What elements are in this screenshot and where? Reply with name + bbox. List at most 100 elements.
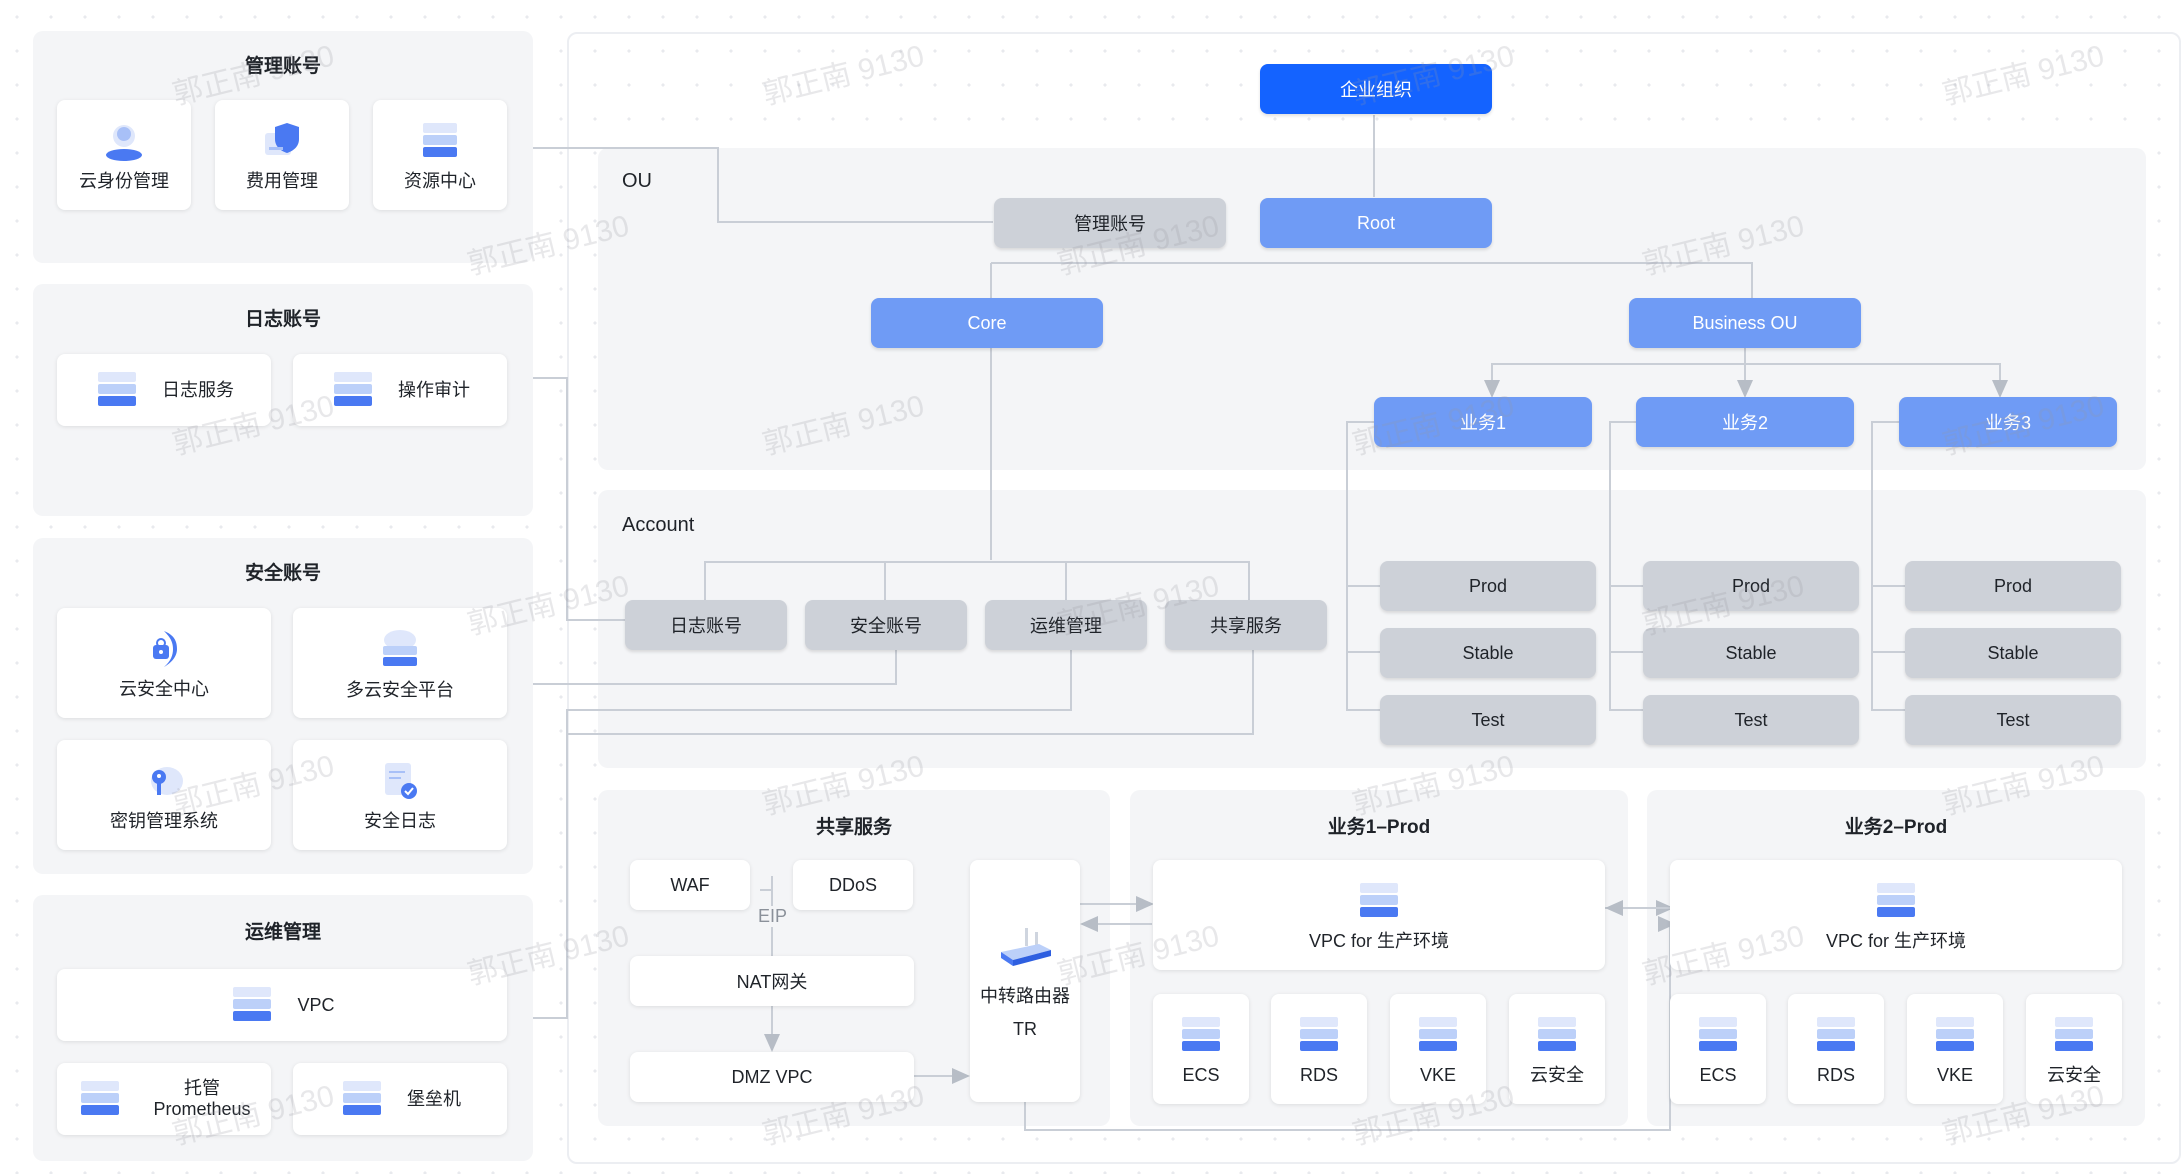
kms-label: 密钥管理系统 (110, 810, 218, 831)
ops-vpc-label: VPC (297, 994, 335, 1015)
mgmt-account-node[interactable]: 管理账号 (994, 198, 1226, 248)
server-stack-icon (81, 1081, 120, 1115)
biz2-vpc-card[interactable]: VPC for 生产环境 (1670, 860, 2122, 970)
server-stack-icon (1360, 882, 1398, 917)
eip-label: EIP (756, 906, 790, 927)
enterprise-org-node[interactable]: 企业组织 (1260, 64, 1492, 114)
mgmt-title: 管理账号 (244, 56, 321, 77)
biz2-cloudsec-card[interactable]: 云安全 (2026, 994, 2122, 1104)
router-icon (1001, 928, 1051, 967)
biz1-vke-label: VKE (1419, 1064, 1457, 1085)
kms-card[interactable]: 密钥管理系统 (57, 740, 271, 850)
biz1-stable[interactable]: Stable (1380, 628, 1596, 678)
biz3-stable[interactable]: Stable (1905, 628, 2121, 678)
prometheus-card[interactable]: 托管 Prometheus (57, 1063, 271, 1135)
biz3-node[interactable]: 业务3 (1899, 397, 2117, 447)
biz2-title: 业务2–Prod (1844, 817, 1948, 838)
biz1-cloudsec-label: 云安全 (1530, 1064, 1584, 1085)
billing-label: 费用管理 (246, 170, 318, 191)
dmz-vpc-card[interactable]: DMZ VPC (630, 1052, 914, 1102)
log-service-card[interactable]: 日志服务 (57, 354, 271, 426)
cloud-stack-icon (383, 629, 417, 666)
server-stack-icon (1182, 1016, 1220, 1051)
biz2-stable[interactable]: Stable (1643, 628, 1859, 678)
ou-label: OU (622, 170, 652, 192)
biz1-test[interactable]: Test (1380, 695, 1596, 745)
server-stack-icon (1817, 1016, 1855, 1051)
security-log-label: 安全日志 (364, 810, 436, 831)
biz3-prod[interactable]: Prod (1905, 561, 2121, 611)
nat-gateway-card[interactable]: NAT网关 (630, 956, 914, 1006)
server-stack-icon (1419, 1016, 1457, 1051)
security-center-card[interactable]: 云安全中心 (57, 608, 271, 718)
biz1-vpc-label: VPC for 生产环境 (1308, 930, 1450, 951)
biz2-rds-label: RDS (1816, 1064, 1855, 1085)
biz2-vke-label: VKE (1936, 1064, 1974, 1085)
biz3-test[interactable]: Test (1905, 695, 2121, 745)
cloud-identity-label: 云身份管理 (79, 170, 169, 191)
biz1-rds-card[interactable]: RDS (1271, 994, 1367, 1104)
biz2-cloudsec-label: 云安全 (2047, 1064, 2101, 1085)
biz1-vpc-card[interactable]: VPC for 生产环境 (1153, 860, 1605, 970)
transit-router-card[interactable]: 中转路由器 TR (970, 860, 1080, 1102)
account-label: Account (622, 514, 695, 536)
waf-card[interactable]: WAF (630, 860, 750, 910)
server-stack-icon (1538, 1016, 1576, 1051)
ops-title: 运维管理 (244, 922, 321, 943)
security-lock-icon (153, 630, 177, 667)
account-security[interactable]: 安全账号 (805, 600, 967, 650)
server-stack-icon (1877, 882, 1915, 917)
security-center-label: 云安全中心 (119, 678, 209, 699)
biz1-ecs-label: ECS (1182, 1064, 1220, 1085)
biz2-ecs-card[interactable]: ECS (1670, 994, 1766, 1104)
audit-label: 操作审计 (398, 379, 470, 400)
biz2-ecs-label: ECS (1699, 1064, 1737, 1085)
resource-center-card[interactable]: 资源中心 (373, 100, 507, 210)
biz1-prod[interactable]: Prod (1380, 561, 1596, 611)
biz2-vke-card[interactable]: VKE (1907, 994, 2003, 1104)
server-stack-icon (423, 122, 457, 157)
root-node[interactable]: Root (1260, 198, 1492, 248)
biz1-vke-card[interactable]: VKE (1390, 994, 1486, 1104)
audit-card[interactable]: 操作审计 (293, 354, 507, 426)
multicloud-card[interactable]: 多云安全平台 (293, 608, 507, 718)
server-stack-icon (2055, 1016, 2093, 1051)
server-stack-icon (343, 1081, 381, 1115)
sec-title: 安全账号 (244, 563, 321, 584)
server-stack-icon (233, 987, 272, 1021)
ops-vpc-card[interactable]: VPC (57, 969, 507, 1041)
prometheus-label: 托管 Prometheus (153, 1078, 251, 1119)
billing-card[interactable]: 费用管理 (215, 100, 349, 210)
log-title: 日志账号 (244, 309, 321, 330)
account-log[interactable]: 日志账号 (625, 600, 787, 650)
server-stack-icon (1936, 1016, 1974, 1051)
biz1-rds-label: RDS (1299, 1064, 1338, 1085)
billing-shield-icon (265, 122, 299, 155)
user-icon (106, 124, 142, 161)
account-shared[interactable]: 共享服务 (1165, 600, 1327, 650)
biz1-node[interactable]: 业务1 (1374, 397, 1592, 447)
biz2-rds-card[interactable]: RDS (1788, 994, 1884, 1104)
biz1-cloudsec-card[interactable]: 云安全 (1509, 994, 1605, 1104)
tr-label-line1: 中转路由器 (980, 986, 1070, 1007)
cloud-identity-card[interactable]: 云身份管理 (57, 100, 191, 210)
server-stack-icon (98, 372, 136, 406)
business-ou-node[interactable]: Business OU (1629, 298, 1861, 348)
server-stack-icon (1699, 1016, 1737, 1051)
biz2-test[interactable]: Test (1643, 695, 1859, 745)
bastion-card[interactable]: 堡垒机 (293, 1063, 507, 1135)
biz1-title: 业务1–Prod (1327, 817, 1431, 838)
key-cloud-icon (151, 766, 183, 795)
biz2-node[interactable]: 业务2 (1636, 397, 1854, 447)
biz2-vpc-label: VPC for 生产环境 (1825, 930, 1967, 951)
account-ops[interactable]: 运维管理 (985, 600, 1147, 650)
resource-center-label: 资源中心 (404, 170, 476, 191)
security-log-card[interactable]: 安全日志 (293, 740, 507, 850)
core-node[interactable]: Core (871, 298, 1103, 348)
biz2-prod[interactable]: Prod (1643, 561, 1859, 611)
biz1-ecs-card[interactable]: ECS (1153, 994, 1249, 1104)
log-service-label: 日志服务 (162, 379, 234, 400)
bastion-label: 堡垒机 (407, 1088, 461, 1109)
ddos-card[interactable]: DDoS (793, 860, 913, 910)
